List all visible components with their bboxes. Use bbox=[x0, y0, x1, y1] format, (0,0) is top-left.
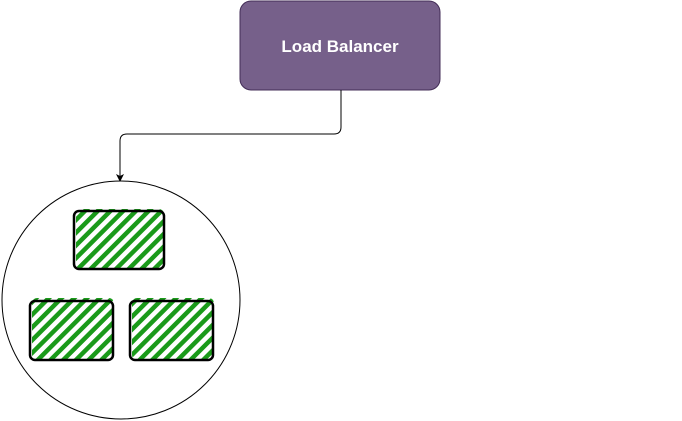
load-balancer-box bbox=[239, 0, 441, 91]
connector-arrow bbox=[116, 90, 342, 182]
server-outline bbox=[128, 299, 215, 362]
server-group[interactable] bbox=[1, 180, 241, 420]
server-hatch bbox=[132, 298, 214, 360]
load-balancer-label: Load Balancer bbox=[281, 37, 399, 56]
server-outline bbox=[72, 209, 166, 271]
server-outline bbox=[28, 299, 115, 362]
server-hatch bbox=[76, 209, 164, 269]
server-bottom-right[interactable] bbox=[128, 298, 215, 362]
load-balancer-node[interactable]: Load Balancer bbox=[239, 0, 441, 91]
server-hatch bbox=[32, 298, 114, 360]
server-top[interactable] bbox=[72, 209, 166, 271]
server-bottom-left[interactable] bbox=[28, 298, 115, 362]
